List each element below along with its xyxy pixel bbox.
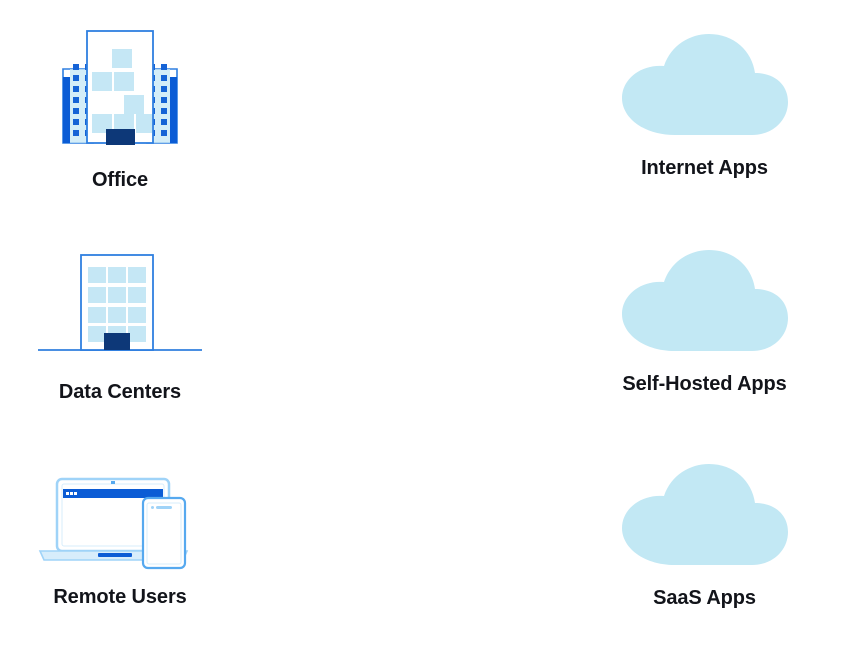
node-label-self-hosted-apps: Self-Hosted Apps	[622, 373, 787, 395]
cloud-icon	[619, 248, 791, 357]
cloud-icon	[619, 462, 791, 571]
node-label-data-centers: Data Centers	[58, 381, 182, 403]
node-label-office: Office	[91, 169, 149, 191]
node-remote-users: Remote Users	[20, 470, 220, 609]
node-internet-apps: Internet Apps	[597, 32, 812, 180]
node-label-internet-apps: Internet Apps	[641, 157, 768, 179]
node-label-saas-apps: SaaS Apps	[653, 587, 756, 609]
office-buildings-icon	[35, 25, 205, 155]
laptop-and-phone-icon	[30, 470, 210, 575]
node-label-remote-users: Remote Users	[53, 586, 187, 608]
data-center-building-icon	[30, 245, 210, 365]
node-data-centers: Data Centers	[20, 245, 220, 404]
node-office: Office	[20, 25, 220, 192]
node-saas-apps: SaaS Apps	[597, 462, 812, 610]
cloud-icon	[619, 32, 791, 141]
node-self-hosted-apps: Self-Hosted Apps	[597, 248, 812, 396]
